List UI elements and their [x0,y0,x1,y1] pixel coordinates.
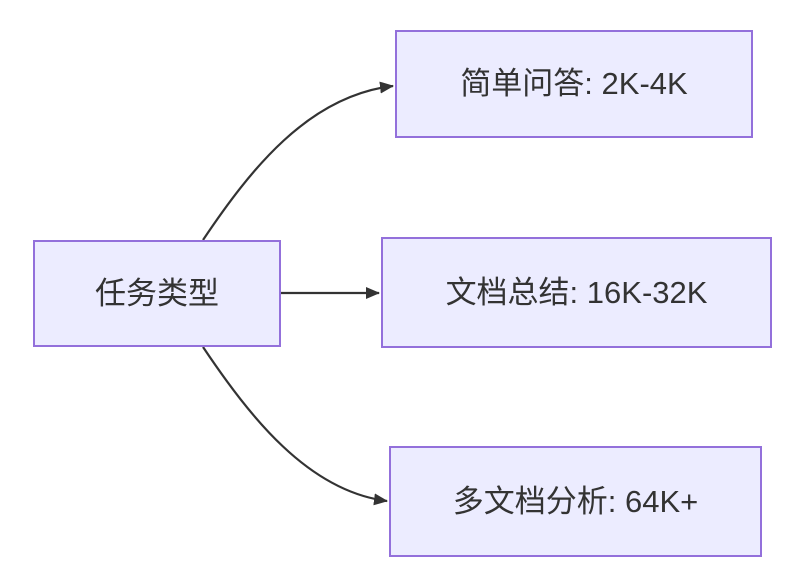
node-simple-qa-label: 简单问答: 2K-4K [460,66,688,102]
node-multi-doc-analysis-label: 多文档分析: 64K+ [452,483,699,519]
node-doc-summary-label: 文档总结: 16K-32K [445,274,708,310]
node-doc-summary: 文档总结: 16K-32K [381,237,772,348]
node-simple-qa: 简单问答: 2K-4K [395,30,753,138]
edge-root-to-branch3 [202,346,388,506]
node-task-type: 任务类型 [33,240,281,347]
edge-root-to-branch1 [202,81,394,241]
node-multi-doc-analysis: 多文档分析: 64K+ [389,446,762,557]
node-task-type-label: 任务类型 [95,275,219,311]
